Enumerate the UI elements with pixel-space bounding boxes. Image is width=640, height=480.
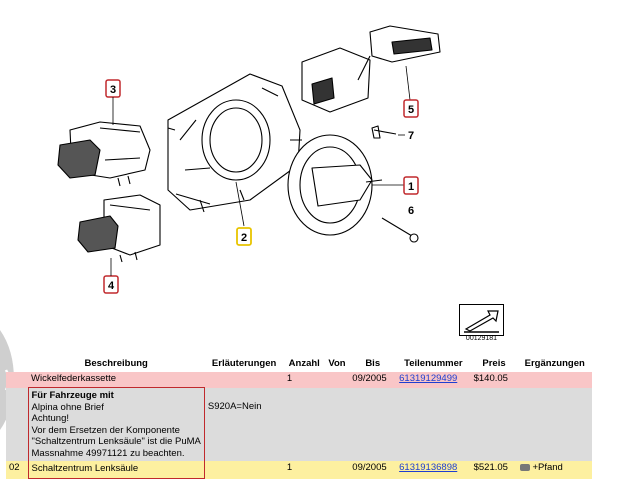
row-beschreibung: Schaltzentrum Lenksäule bbox=[27, 461, 205, 479]
part-number-link[interactable]: 61319129499 bbox=[399, 373, 458, 384]
table-header-row: Beschreibung Erläuterungen Anzahl Von Bi… bbox=[6, 354, 592, 372]
reference-arrow-icon bbox=[459, 304, 504, 336]
part-2-illustration bbox=[167, 73, 302, 227]
callout-6: 6 bbox=[408, 205, 414, 217]
callout-5-label: 5 bbox=[408, 104, 414, 116]
callout-4-label: 4 bbox=[108, 280, 115, 292]
callout-1-label: 1 bbox=[408, 181, 414, 193]
callout-5[interactable]: 5 bbox=[403, 99, 419, 118]
row-preis: $140.05 bbox=[470, 372, 518, 388]
col-teilenummer: Teilenummer bbox=[404, 357, 463, 369]
callout-7: 7 bbox=[408, 130, 414, 142]
part-number-link[interactable]: 61319136898 bbox=[399, 462, 458, 473]
parts-table: Beschreibung Erläuterungen Anzahl Von Bi… bbox=[6, 354, 592, 479]
table-row[interactable]: 02 Schaltzentrum Lenksäule 1 09/2005 613… bbox=[6, 461, 592, 479]
note-title: Für Fahrzeuge mit bbox=[31, 390, 114, 401]
note-line: Achtung! bbox=[31, 413, 70, 424]
col-von: Von bbox=[328, 357, 346, 369]
part-1-illustration bbox=[287, 134, 404, 236]
table-note-row: Für Fahrzeuge mit Alpina ohne Brief Acht… bbox=[6, 387, 592, 461]
diagram-reference-number: 00129181 bbox=[465, 335, 498, 342]
row-bis: 09/2005 bbox=[349, 461, 397, 479]
col-anzahl: Anzahl bbox=[288, 357, 320, 369]
note-line: Vor dem Ersetzen der Komponente bbox=[31, 424, 180, 436]
col-ergaenzungen: Ergänzungen bbox=[524, 357, 585, 369]
note-line: Alpina ohne Brief bbox=[31, 401, 104, 413]
col-preis: Preis bbox=[482, 357, 506, 369]
parts-diagram: 3 5 7 1 6 2 4 bbox=[57, 25, 441, 294]
part-4-illustration bbox=[77, 194, 161, 263]
table-row[interactable]: Wickelfederkassette 1 09/2005 6131912949… bbox=[6, 372, 592, 388]
callout-7-label: 7 bbox=[408, 130, 414, 142]
callout-4[interactable]: 4 bbox=[103, 258, 119, 294]
callout-6-label: 6 bbox=[408, 205, 414, 217]
part-6-illustration bbox=[381, 217, 419, 243]
row-anzahl: 1 bbox=[283, 372, 325, 388]
fitment-note: Für Fahrzeuge mit Alpina ohne Brief Acht… bbox=[27, 387, 205, 461]
callout-2[interactable]: 2 bbox=[236, 227, 252, 246]
part-5-illustration bbox=[301, 25, 441, 113]
row-ergaenzungen bbox=[517, 372, 592, 388]
part-7-illustration bbox=[371, 125, 405, 139]
callout-3[interactable]: 3 bbox=[105, 79, 121, 125]
camera-icon[interactable] bbox=[520, 463, 531, 471]
row-preis: $521.05 bbox=[470, 461, 518, 479]
row-pos bbox=[6, 372, 28, 388]
row-anzahl: 1 bbox=[283, 461, 325, 479]
col-bis: Bis bbox=[365, 357, 381, 369]
note-line: Massnahme 49971121 zu beachten. bbox=[31, 447, 185, 459]
row-bis: 09/2005 bbox=[349, 372, 397, 388]
col-beschreibung: Beschreibung bbox=[84, 357, 148, 369]
callout-1[interactable]: 1 bbox=[403, 176, 419, 195]
part-3-illustration bbox=[57, 121, 151, 187]
row-beschreibung: Wickelfederkassette bbox=[28, 372, 205, 388]
row-ergaenzungen: +Pfand bbox=[532, 462, 563, 473]
note-line: "Schaltzentrum Lenksäule" ist die PuMA bbox=[31, 436, 201, 447]
callout-3-label: 3 bbox=[110, 84, 116, 96]
row-pos: 02 bbox=[6, 461, 28, 479]
col-erlaeuterungen: Erläuterungen bbox=[211, 357, 277, 369]
row-erlaeuterungen: S920A=Nein bbox=[204, 387, 284, 461]
callout-2-label: 2 bbox=[241, 232, 247, 244]
